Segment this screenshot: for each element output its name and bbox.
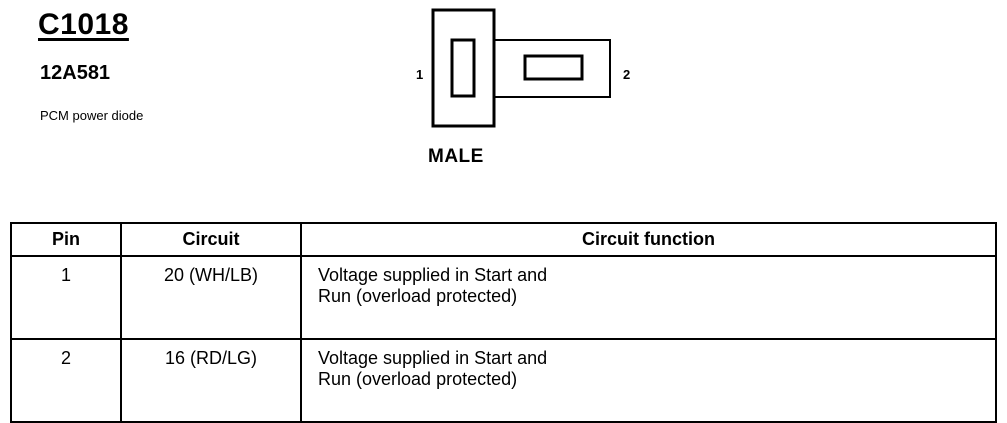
- function-cell: Voltage supplied in Start and Run (overl…: [300, 338, 997, 423]
- table-row: 1 20 (WH/LB) Voltage supplied in Start a…: [10, 255, 997, 340]
- circuit-cell: 20 (WH/LB): [120, 255, 302, 340]
- header-function: Circuit function: [300, 222, 997, 257]
- function-line: Run (overload protected): [318, 369, 518, 389]
- connector-id: C1018: [38, 8, 129, 41]
- function-line: Run (overload protected): [318, 286, 518, 306]
- header-pin: Pin: [10, 222, 122, 257]
- pin-cell: 2: [10, 338, 122, 423]
- connector-gender: MALE: [428, 146, 484, 167]
- connector-extension: [493, 39, 611, 98]
- function-line: Voltage supplied in Start and: [318, 265, 548, 285]
- pin-table: Pin Circuit Circuit function 1 20 (WH/LB…: [10, 222, 997, 423]
- part-number: 12A581: [40, 62, 111, 84]
- circuit-cell: 16 (RD/LG): [120, 338, 302, 423]
- table-row: 2 16 (RD/LG) Voltage supplied in Start a…: [10, 338, 997, 423]
- function-line: Voltage supplied in Start and: [318, 348, 548, 368]
- header-circuit: Circuit: [120, 222, 302, 257]
- function-cell: Voltage supplied in Start and Run (overl…: [300, 255, 997, 340]
- connector-housing: [431, 8, 496, 128]
- connector-description: PCM power diode: [40, 108, 144, 123]
- pin-1-terminal: [450, 38, 476, 98]
- table-header-row: Pin Circuit Circuit function: [10, 222, 997, 257]
- pin-label-1: 1: [416, 67, 424, 82]
- pin-label-2: 2: [623, 67, 631, 82]
- pin-cell: 1: [10, 255, 122, 340]
- connector-diagram: [431, 8, 611, 128]
- pin-2-terminal: [523, 54, 584, 81]
